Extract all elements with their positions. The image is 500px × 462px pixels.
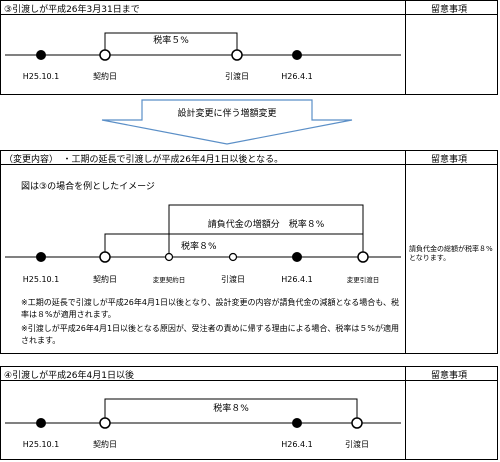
note-contractor-fault: ※引渡しが平成26年4月1日以後となる原因が、受注者の責めに帰する理由による場合…	[21, 324, 400, 345]
remark-text: 請負代金の総額が税率８%となります。	[409, 245, 493, 263]
delivery-marker	[228, 252, 238, 262]
date-label: H25.10.1	[23, 440, 60, 449]
tax-rate-label: 税率８%	[181, 240, 217, 252]
timeline-diagram: 請負代金の増額分 税率８% 税率８% H25.10.1 契約日 変更契約日 引渡…	[5, 204, 401, 284]
date-label: H26.4.1	[281, 440, 312, 449]
section-4-title: ④引渡しが平成26年4月1日以後	[4, 371, 134, 381]
contract-marker	[99, 49, 111, 61]
date-label: H26.4.1	[281, 72, 312, 81]
date-marker-filled	[36, 50, 46, 60]
delivery-date-label: 引渡日	[225, 71, 249, 81]
example-caption: 図は③の場合を例としたイメージ	[21, 182, 155, 192]
increase-bracket	[168, 204, 364, 257]
tax-rate-label: 税率８%	[213, 402, 249, 414]
delivery-marker	[351, 417, 363, 429]
rate-bracket	[104, 398, 358, 423]
change-arrow: 設計変更に伴う増額変更	[101, 99, 353, 145]
timeline-diagram: 税率８% H25.10.1 契約日 H26.4.1 引渡日	[5, 398, 401, 449]
delivery-marker	[231, 49, 243, 61]
tax-rate-label: 税率５%	[153, 34, 189, 46]
contract-date-label: 契約日	[93, 439, 117, 449]
date-label: H25.10.1	[23, 72, 60, 81]
change-header	[1, 151, 497, 165]
date-marker-filled	[292, 252, 302, 262]
rate-bracket	[104, 233, 364, 257]
date-label: H26.4.1	[281, 275, 312, 284]
section-3-title: ③引渡しが平成26年3月31日まで	[4, 5, 140, 15]
remarks-divider	[405, 151, 406, 353]
section-3-header	[1, 1, 497, 15]
increase-label: 請負代金の増額分 税率８%	[208, 218, 325, 230]
date-marker-filled	[36, 418, 46, 428]
rate-bracket	[104, 32, 238, 55]
change-panel: （変更内容） ・工期の延長で引渡しが平成26年4月1日以後となる。 留意事項 図…	[0, 150, 498, 354]
section-4-panel: ④引渡しが平成26年4月1日以後 留意事項 税率８% H25.10.1 契約日 …	[0, 366, 498, 460]
arrow-label: 設計変更に伴う増額変更	[177, 107, 276, 119]
contract-marker	[99, 251, 111, 263]
contract-marker	[99, 417, 111, 429]
change-title: （変更内容） ・工期の延長で引渡しが平成26年4月1日以後となる。	[4, 155, 284, 165]
date-marker-filled	[36, 252, 46, 262]
remarks-divider	[405, 1, 406, 94]
change-contract-marker	[164, 252, 174, 262]
delivery-date-label: 引渡日	[221, 274, 245, 284]
section-3-panel: ③引渡しが平成26年3月31日まで 留意事項 税率５% H25.10.1 契約日…	[0, 0, 498, 95]
change-contract-date-label: 変更契約日	[153, 275, 186, 284]
date-marker-filled	[292, 418, 302, 428]
contract-date-label: 契約日	[93, 274, 117, 284]
remarks-divider	[405, 367, 406, 459]
change-delivery-date-label: 変更引渡日	[347, 275, 380, 284]
date-label: H25.10.1	[23, 275, 60, 284]
down-arrow-icon	[101, 99, 353, 145]
remarks-header: 留意事項	[431, 5, 468, 15]
timeline-diagram: 税率５% H25.10.1 契約日 引渡日 H26.4.1	[5, 32, 401, 81]
section-4-header	[1, 367, 497, 381]
remarks-header: 留意事項	[431, 155, 468, 165]
change-delivery-marker	[357, 251, 369, 263]
remarks-header: 留意事項	[431, 371, 468, 381]
contract-date-label: 契約日	[93, 71, 117, 81]
note-decrease: ※工期の延長で引渡しが平成26年4月1日以後となり、設計変更の内容が請負代金の減…	[21, 298, 400, 319]
date-marker-filled	[292, 50, 302, 60]
delivery-date-label: 引渡日	[345, 439, 369, 449]
